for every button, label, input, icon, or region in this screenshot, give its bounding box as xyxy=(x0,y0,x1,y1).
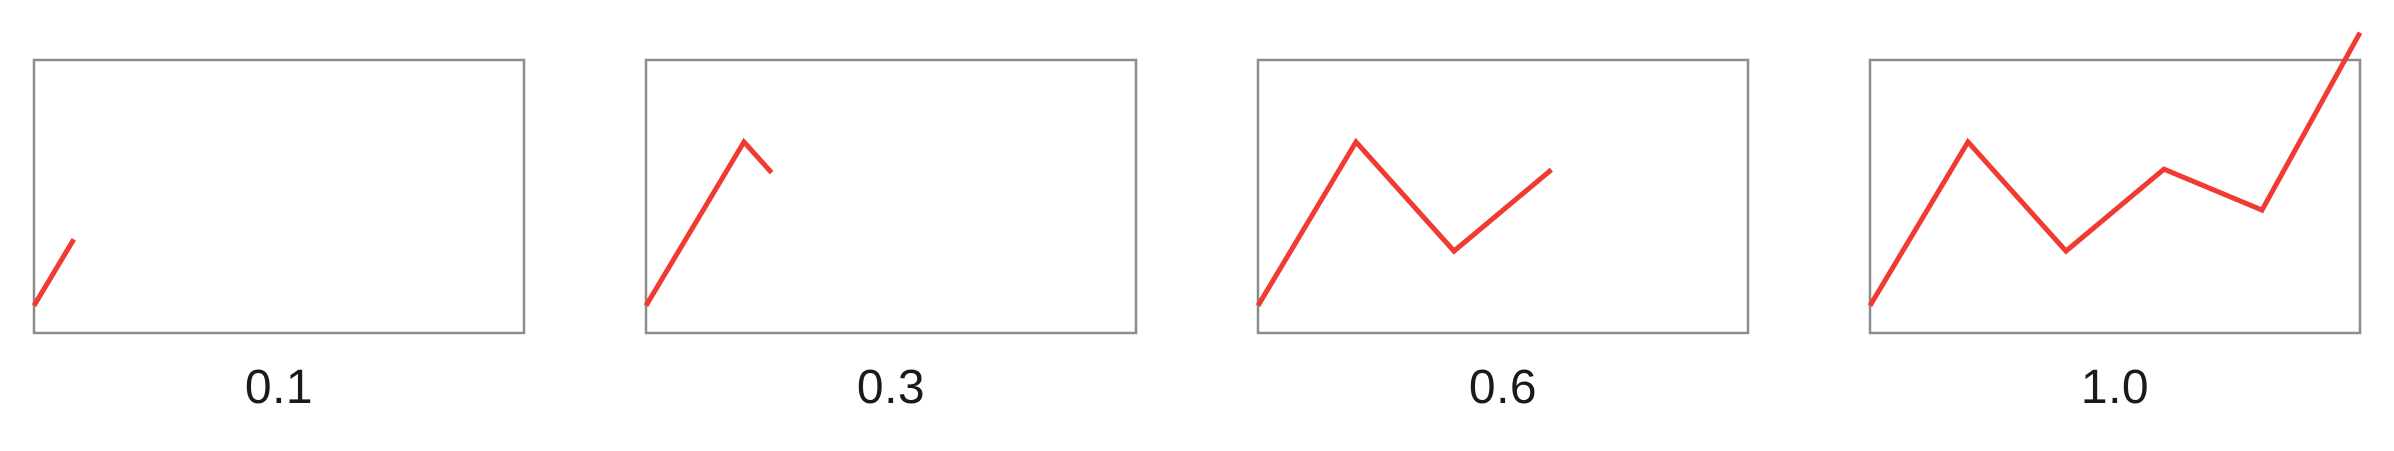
panel-3 xyxy=(1255,58,1750,335)
panel-caption-1: 0.1 xyxy=(244,361,314,414)
panel-frame xyxy=(1868,58,2362,335)
panel-1 xyxy=(31,58,526,335)
panel-frame xyxy=(644,58,1138,335)
panel-caption-4: 1.0 xyxy=(2080,361,2150,414)
panel-4 xyxy=(1867,31,2363,335)
panel-frame xyxy=(1256,58,1750,335)
panel-caption-3: 0.6 xyxy=(1468,361,1538,414)
panel-frame xyxy=(32,58,526,335)
series-line xyxy=(643,137,774,307)
panel-caption-2: 0.3 xyxy=(856,361,926,414)
series-line xyxy=(31,238,76,307)
series-line xyxy=(1255,137,1554,307)
series-line xyxy=(1867,31,2363,307)
panel-2 xyxy=(643,58,1138,335)
